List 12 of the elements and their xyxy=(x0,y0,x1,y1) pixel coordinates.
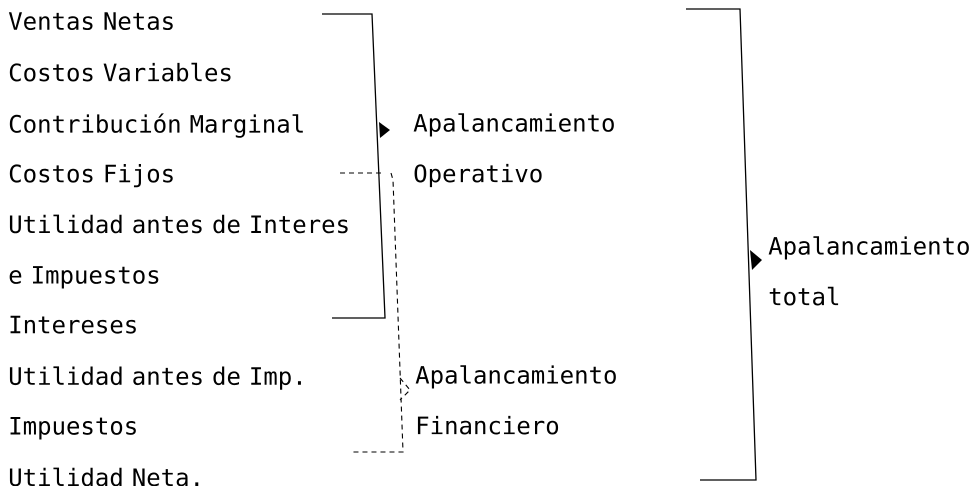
row-label: Intereses xyxy=(10,316,136,334)
row-label: Costos Fijos xyxy=(10,164,173,188)
row-label: Costos Variables xyxy=(10,62,231,82)
bracket-label: Apalancamiento Financiero xyxy=(416,365,616,434)
row-label: Impuestos xyxy=(10,417,136,440)
bracket-label: Apalancamiento total xyxy=(768,236,969,306)
row-label: Ventas Netas xyxy=(8,12,173,30)
row-label: Utilidad antes de Imp. xyxy=(10,366,301,390)
bracket-label: Apalancamiento Operativo xyxy=(414,113,614,188)
row-label: Contribución Marginal xyxy=(10,113,303,138)
row-label: Utilidad antes de Interes e Impuestos xyxy=(10,214,348,289)
row-label: Utilidad Neta. xyxy=(10,468,198,486)
